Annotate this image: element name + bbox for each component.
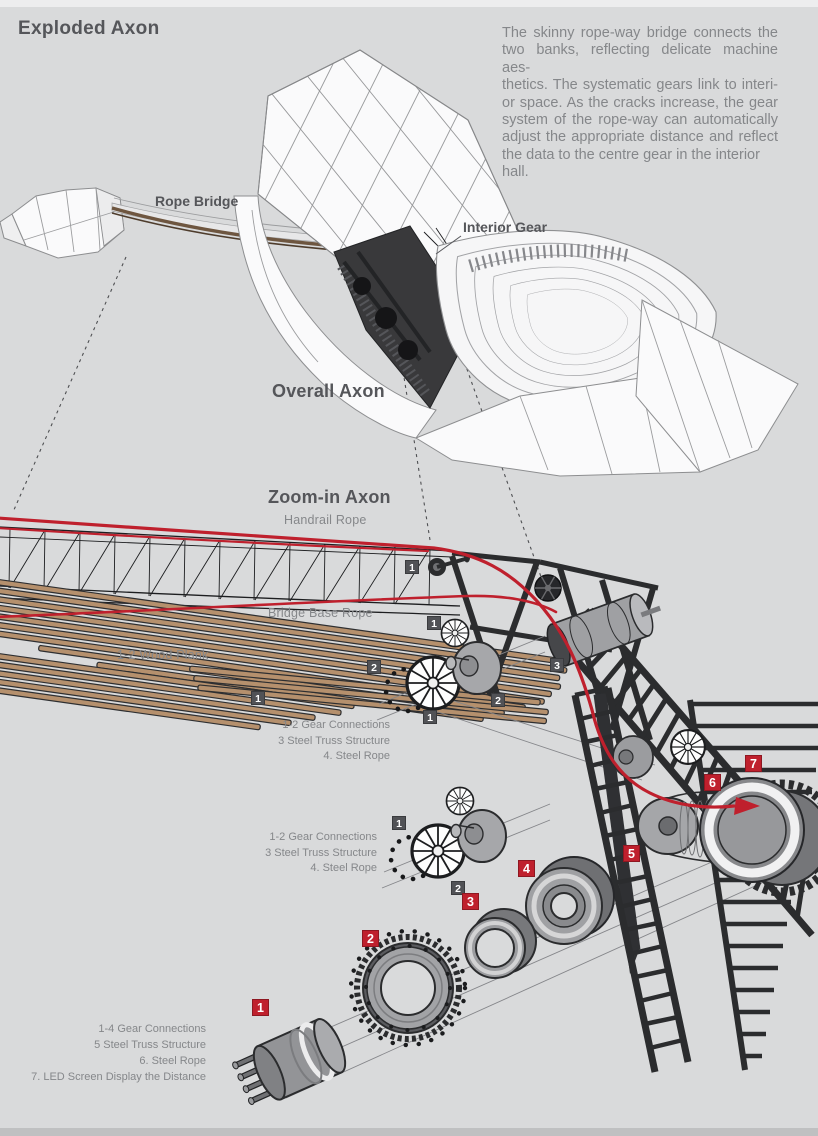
legend-line: 5 Steel Truss Structure — [94, 1039, 206, 1051]
legend-line: 7. LED Screen Display the Distance — [31, 1071, 206, 1083]
part-badge-dark: 1 — [423, 710, 437, 724]
cable-roller — [546, 593, 661, 667]
main-building — [233, 49, 799, 477]
intro-line: two banks, reflecting delicate machine a… — [502, 42, 778, 76]
part-badge-dark: 1 — [405, 560, 419, 574]
led-drum — [637, 777, 818, 897]
zoom-axon-caption: Zoom-in Axon — [268, 487, 391, 507]
intro-line: The skinny rope-way bridge connects the — [502, 25, 778, 41]
part-badge-red: 4 — [518, 860, 535, 877]
legend-line: 6. Steel Rope — [139, 1055, 206, 1067]
part-badge-red: 6 — [704, 774, 721, 791]
part-badge-red: 7 — [745, 755, 762, 772]
legend-line: 1-4 Gear Connections — [98, 1023, 206, 1035]
intro-line: or space. As the cracks increase, the ge… — [502, 94, 778, 111]
interior-gear-label: Interior Gear — [463, 219, 548, 235]
overall-axon-caption: Overall Axon — [272, 381, 385, 401]
pulley-wheel — [534, 574, 562, 602]
part-badge-red: 2 — [362, 930, 379, 947]
steel-rope-red — [0, 516, 760, 815]
part-badge-dark: 1 — [427, 616, 441, 630]
intro-line: adjust the appropriate distance and refl… — [502, 129, 778, 146]
part-badge-dark: 3 — [550, 658, 564, 672]
callout-line: 1-2 Gear Connections — [282, 719, 390, 731]
exploded-drum-assembly — [232, 856, 615, 1105]
callout-line: 3 Steel Truss Structure — [265, 846, 377, 859]
bottom-strip — [0, 1128, 818, 1136]
intro-paragraph: The skinny rope-way bridge connects the … — [502, 25, 778, 182]
part-badge-dark: 1 — [392, 816, 406, 830]
board-title: Exploded Axon — [18, 18, 160, 39]
part-badge-dark: 2 — [491, 693, 505, 707]
rope-bridge-label: Rope Bridge — [155, 193, 239, 209]
callout-line: 1-2 Gear Connections — [269, 831, 377, 843]
truss-gear-pair — [612, 729, 706, 779]
part-badge-red: 1 — [252, 999, 269, 1016]
callout-line: 4. Steel Rope — [323, 750, 390, 762]
part-badge-dark: 1 — [251, 691, 265, 705]
callout-upper: 1-2 Gear Connections 3 Steel Truss Struc… — [238, 718, 390, 765]
steel-truss-structures — [449, 550, 818, 1073]
bridge-base-rope-label: Bridge Base Rope — [268, 606, 373, 620]
part-badge-dark: 2 — [367, 660, 381, 674]
intro-line: the data to the centre gear in the inter… — [502, 146, 760, 181]
part-badge-dark: 2 — [451, 881, 465, 895]
top-strip — [0, 0, 818, 7]
overall-axon-drawing — [0, 49, 799, 589]
abutment-building — [0, 187, 125, 259]
handrail-rope-label: Handrail Rope — [284, 513, 367, 527]
callout-line: 4. Steel Rope — [310, 862, 377, 874]
legend: 1-4 Gear Connections 5 Steel Truss Struc… — [28, 1021, 206, 1085]
callout-line: 3 Steel Truss Structure — [278, 734, 390, 747]
rope-arrow — [734, 797, 760, 815]
intro-line: thetics. The systematic gears link to in… — [502, 77, 778, 94]
part-badge-red: 5 — [623, 845, 640, 862]
intro-line: system of the rope-way can automatically — [502, 112, 778, 129]
wood-plank-label: 1-2 Wood Plank — [117, 648, 209, 662]
callout-lower: 1-2 Gear Connections 3 Steel Truss Struc… — [225, 830, 377, 877]
truss-bridge — [0, 526, 470, 616]
part-badge-red: 3 — [462, 893, 479, 910]
